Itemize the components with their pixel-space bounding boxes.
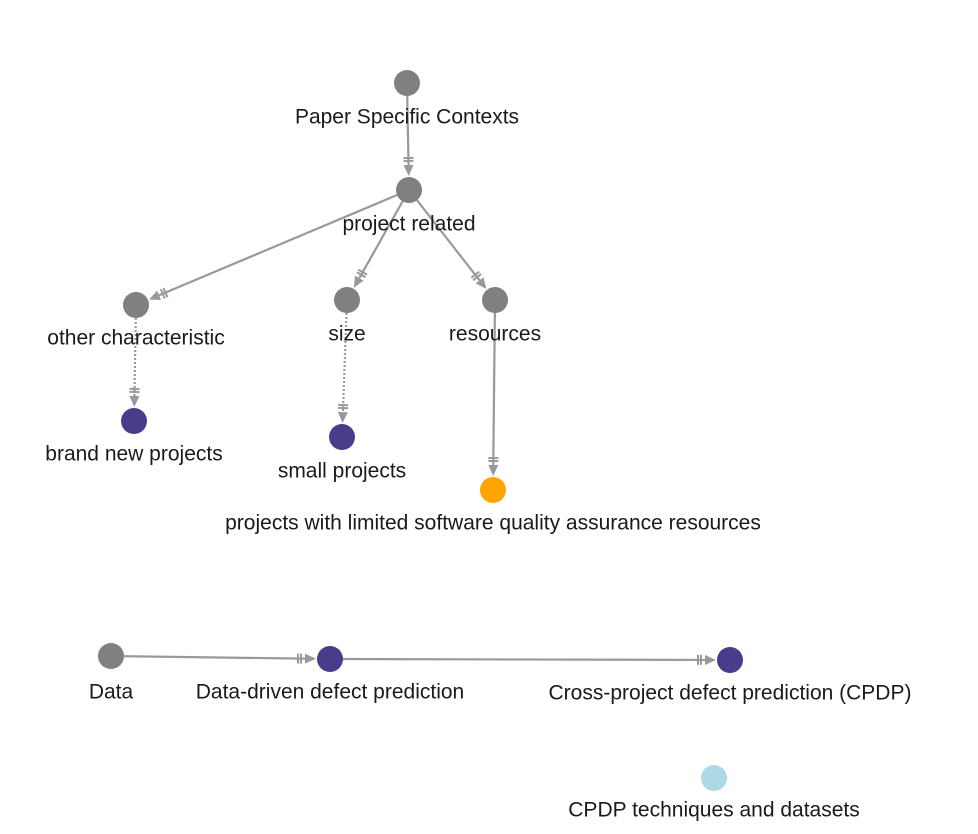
edge-tick <box>470 270 480 279</box>
edge-arrowhead <box>353 275 364 288</box>
edge-data-to-data-driven-defect-prediction <box>123 653 317 664</box>
edge-line <box>341 312 348 413</box>
edge-arrowhead <box>304 653 317 664</box>
edge-line <box>416 199 481 281</box>
node-data-driven-defect-prediction[interactable]: Data-driven defect prediction <box>196 646 464 704</box>
node-label: Cross-project defect prediction (CPDP) <box>549 682 912 705</box>
edge-line <box>158 194 398 297</box>
edge-arrowhead <box>148 290 161 300</box>
edge-arrowhead <box>488 464 499 477</box>
edge-line <box>406 95 410 166</box>
edge-line <box>133 317 137 397</box>
node-circle[interactable] <box>482 287 508 313</box>
node-label: Data <box>89 681 134 704</box>
node-other-characteristic[interactable]: other characteristic <box>47 292 225 350</box>
edge-tick <box>472 273 482 282</box>
edge-line <box>358 200 404 279</box>
node-label: project related <box>342 213 475 236</box>
nodes-layer: Paper Specific Contexts project related ot… <box>45 70 911 822</box>
edge-arrowhead <box>704 654 717 665</box>
node-label: projects with limited software quality a… <box>225 512 761 535</box>
node-label: other characteristic <box>47 327 224 350</box>
edge-project-related-to-other-characteristic <box>148 194 398 300</box>
node-label: small projects <box>278 460 406 483</box>
node-data[interactable]: Data <box>89 643 134 704</box>
node-label: CPDP techniques and datasets <box>568 799 859 822</box>
node-circle[interactable] <box>396 177 422 203</box>
edge-tick <box>162 287 169 298</box>
node-cpdp[interactable]: Cross-project defect prediction (CPDP) <box>549 647 912 705</box>
edge-line <box>123 655 306 660</box>
edge-arrowhead <box>403 164 414 177</box>
node-circle[interactable] <box>317 646 343 672</box>
edge-project-related-to-size <box>353 200 404 288</box>
node-circle[interactable] <box>717 647 743 673</box>
node-project-related[interactable]: project related <box>342 177 476 236</box>
node-circle[interactable] <box>480 477 506 503</box>
edge-other-characteristic-to-brand-new-projects <box>129 317 140 408</box>
node-circle[interactable] <box>98 643 124 669</box>
node-label: brand new projects <box>45 443 222 466</box>
node-resources[interactable]: resources <box>449 287 541 346</box>
edge-tick <box>159 288 166 299</box>
node-circle[interactable] <box>334 287 360 313</box>
node-limited-sqa-resources[interactable]: projects with limited software quality a… <box>225 477 761 535</box>
node-circle[interactable] <box>329 424 355 450</box>
edge-paper-specific-contexts-to-project-related <box>403 95 414 177</box>
edge-line <box>492 312 496 466</box>
node-brand-new-projects[interactable]: brand new projects <box>45 408 223 466</box>
node-cpdp-techniques-datasets[interactable]: CPDP techniques and datasets <box>568 765 860 822</box>
node-label: Data-driven defect prediction <box>196 681 464 704</box>
node-circle[interactable] <box>123 292 149 318</box>
node-label: resources <box>449 323 541 346</box>
edge-arrowhead <box>337 411 348 424</box>
edges-layer <box>123 95 717 665</box>
edge-tick <box>357 268 368 276</box>
edge-arrowhead <box>129 395 140 408</box>
node-paper-specific-contexts[interactable]: Paper Specific Contexts <box>295 70 519 129</box>
node-circle[interactable] <box>394 70 420 96</box>
edge-size-to-small-projects <box>337 312 349 424</box>
edge-resources-to-limited-sqa-resources <box>488 312 499 477</box>
edge-tick <box>356 271 367 279</box>
edge-arrowhead <box>475 277 487 289</box>
edge-line <box>342 657 706 662</box>
node-circle[interactable] <box>701 765 727 791</box>
node-circle[interactable] <box>121 408 147 434</box>
edge-data-driven-defect-prediction-to-cpdp <box>342 654 717 665</box>
edge-project-related-to-resources <box>416 199 487 289</box>
node-small-projects[interactable]: small projects <box>278 424 406 483</box>
node-size[interactable]: size <box>328 287 366 346</box>
node-label: Paper Specific Contexts <box>295 106 519 129</box>
node-label: size <box>328 323 365 346</box>
